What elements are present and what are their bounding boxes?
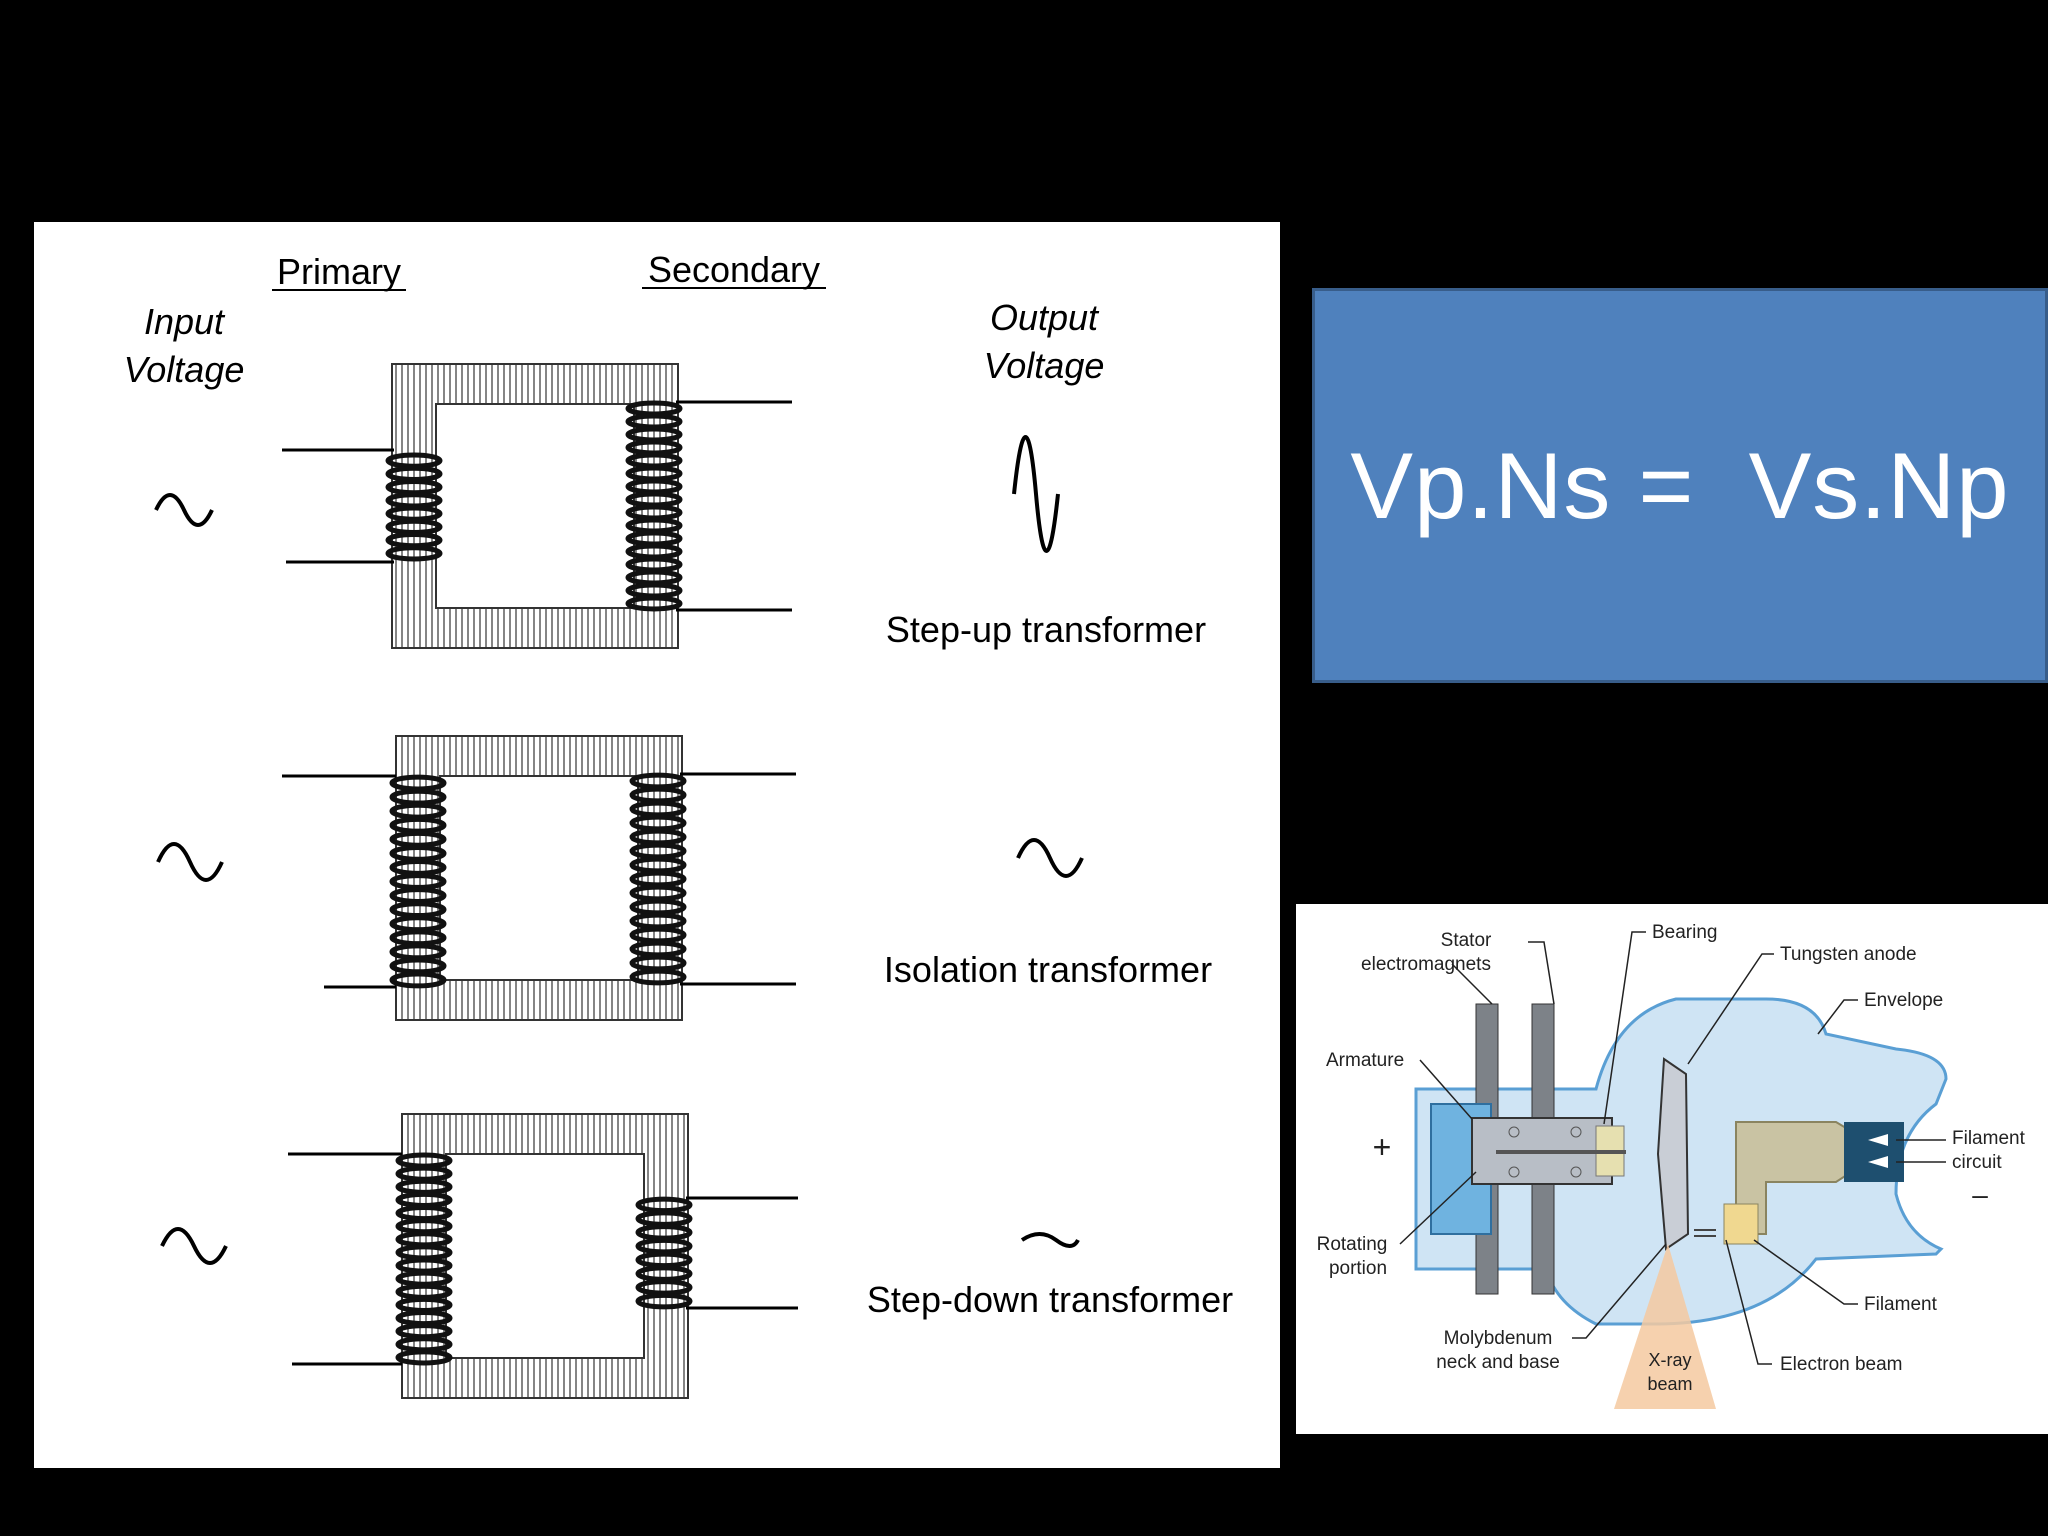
filament-cup [1723,1203,1759,1245]
label-rotating-1: Rotating [1317,1234,1388,1255]
coil-turn [389,971,447,989]
xray-tube-svg: Stator electromagnets Bearing Tungsten a… [1317,922,2026,1409]
label-minus: – [1972,1179,1988,1210]
xray-tube-diagram: Stator electromagnets Bearing Tungsten a… [1296,904,2048,1434]
coil-turn [385,545,443,562]
isolation-caption: Isolation transformer [884,949,1212,990]
label-molybdenum-2: neck and base [1436,1352,1560,1373]
transformer-svg: Primary Secondary Input Voltage Output V… [124,249,1233,1399]
label-armature: Armature [1326,1050,1404,1071]
label-stator-1: Stator [1441,930,1492,951]
coil-turn [625,595,683,612]
secondary-coil [625,400,683,612]
label-filament-circuit-1: Filament [1952,1128,2026,1149]
secondary-coil [629,772,687,986]
output-label-line1: Output [990,297,1100,338]
primary-coil [395,1152,453,1366]
coil-turn [635,1292,693,1310]
transformer-diagram: Primary Secondary Input Voltage Output V… [34,222,1280,1468]
step-up-transformer: Step-up transformer [154,363,1206,650]
label-xray-beam-1: X-ray [1648,1350,1691,1370]
output-sine-icon [1016,838,1084,878]
input-sine-icon [154,493,214,527]
label-molybdenum-1: Molybdenum [1444,1328,1553,1349]
label-stator-2: electromagnets [1361,954,1491,975]
output-sine-small-icon [1020,1232,1080,1248]
label-envelope: Envelope [1864,990,1943,1011]
primary-coil [385,452,443,562]
input-label-line2: Voltage [124,349,245,390]
leader-lines [1399,931,1946,1365]
xray-beam [1614,1244,1716,1409]
step-up-caption: Step-up transformer [886,609,1206,650]
input-sine-icon [156,842,224,882]
label-filament-circuit-2: circuit [1952,1152,2002,1173]
output-sine-large-icon [1012,435,1060,553]
output-label-line2: Voltage [984,345,1105,386]
step-down-caption: Step-down transformer [867,1279,1233,1320]
label-plus: + [1373,1129,1392,1165]
label-xray-beam-2: beam [1647,1374,1692,1394]
tungsten-anode [1656,1057,1690,1251]
secondary-heading: Secondary [648,249,820,290]
label-electron-beam: Electron beam [1780,1354,1903,1375]
primary-heading: Primary [277,251,401,292]
primary-coil [389,774,447,989]
formula-box: Vp.Ns = Vs.Np [1312,288,2048,683]
input-sine-icon [160,1227,228,1265]
input-label-line1: Input [144,301,226,342]
transformer-formula: Vp.Ns = Vs.Np [1350,432,2010,538]
coil-turn [629,968,687,986]
isolation-transformer: Isolation transformer [156,735,1212,1021]
secondary-coil [635,1196,693,1310]
label-filament: Filament [1864,1294,1938,1315]
label-tungsten-anode: Tungsten anode [1780,944,1917,965]
coil-turn [395,1349,453,1366]
step-down-transformer: Step-down transformer [160,1113,1233,1399]
label-rotating-2: portion [1329,1258,1387,1279]
label-bearing: Bearing [1652,922,1718,943]
